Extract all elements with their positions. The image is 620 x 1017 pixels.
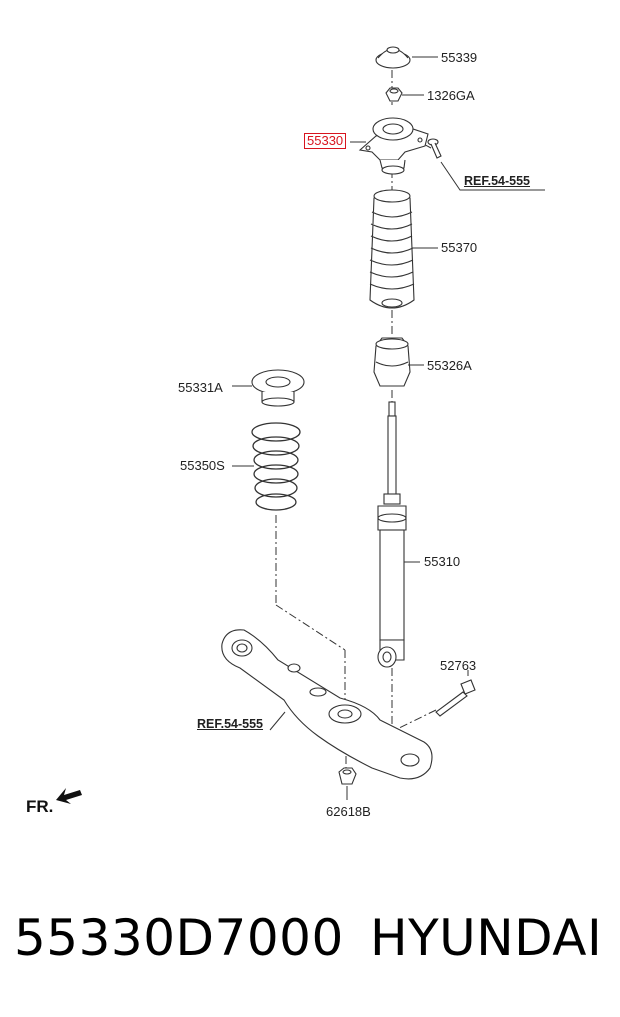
dust-boot-55370 — [369, 189, 415, 309]
ref-link-arm[interactable]: REF.54-555 — [197, 717, 264, 731]
coil-spring-55350S — [251, 422, 301, 511]
callout-1326GA: 1326GA — [427, 88, 475, 103]
callout-55310: 55310 — [424, 554, 461, 569]
part-number: 55330D7000 — [14, 909, 344, 967]
mount-bolt — [427, 138, 442, 159]
callout-55339: 55339 — [441, 50, 478, 65]
bolt-52763 — [435, 679, 476, 717]
callout-55330-highlighted[interactable]: 55330 — [304, 133, 347, 149]
callout-55370: 55370 — [441, 240, 478, 255]
caption-bar: 55330D7000 HYUNDAI — [0, 905, 620, 975]
nut-1326GA — [385, 87, 403, 102]
callout-55350S: 55350S — [180, 458, 225, 473]
dust-cap-55339 — [375, 46, 411, 69]
nut-62618B — [338, 767, 357, 785]
callout-55326A: 55326A — [427, 358, 472, 373]
spring-pad-55331A — [251, 369, 305, 407]
callout-62618B: 62618B — [326, 804, 371, 819]
bump-stopper-55326A — [373, 337, 411, 387]
front-direction-label: FR. — [26, 797, 54, 816]
front-direction-arrow-icon — [56, 788, 82, 804]
shock-absorber-55310 — [377, 401, 407, 668]
strut-mount-55330 — [358, 117, 429, 175]
callout-55331A: 55331A — [178, 380, 223, 395]
brand-name: HYUNDAI — [370, 909, 603, 967]
exploded-parts-diagram — [56, 46, 545, 804]
ref-link-top[interactable]: REF.54-555 — [464, 174, 531, 188]
callout-52763: 52763 — [440, 658, 477, 673]
lower-control-arm — [221, 629, 433, 780]
